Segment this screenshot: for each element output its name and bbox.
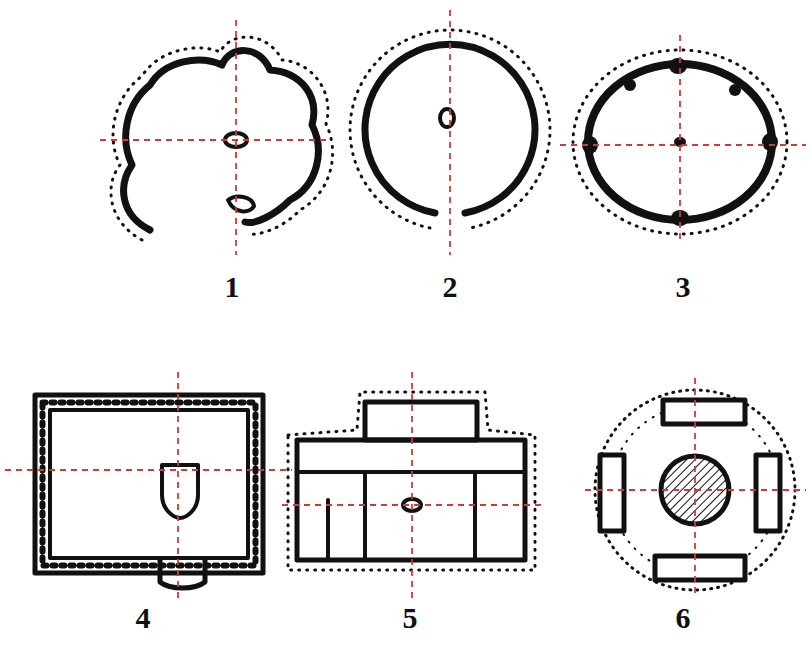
callout-number: 2 [443, 272, 458, 302]
callout-number: 4 [136, 603, 151, 633]
callout-number: 1 [225, 272, 240, 302]
callout-number: 5 [403, 603, 418, 633]
axis-lines [5, 10, 806, 598]
callout-number: 6 [676, 603, 691, 633]
callout-number: 3 [676, 272, 691, 302]
plan-one [111, 37, 333, 240]
plan-three [573, 50, 787, 234]
plan-four [35, 395, 263, 588]
